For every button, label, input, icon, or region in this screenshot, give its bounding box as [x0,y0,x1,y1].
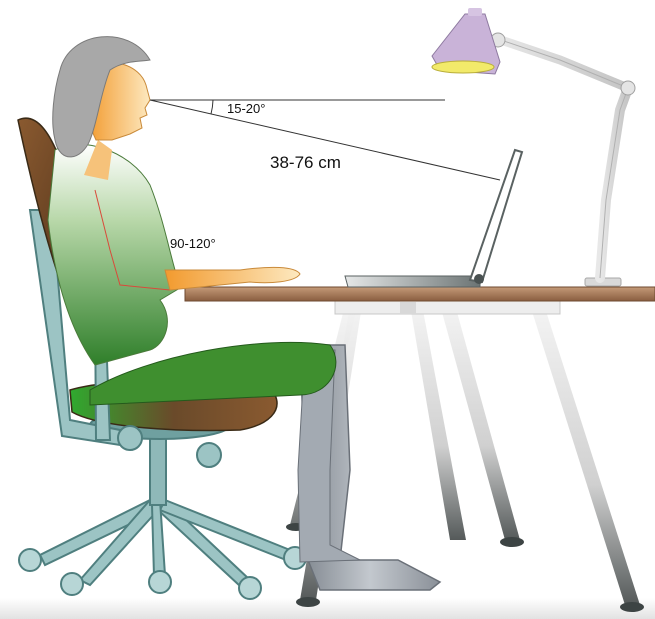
gaze-angle-label: 15-20° [227,101,265,116]
laptop-icon [345,150,522,287]
gaze-angle-arc [211,100,213,114]
desk-icon [185,287,655,612]
desk-lamp-icon [432,8,635,286]
elbow-angle-label: 90-120° [170,236,216,251]
floor-shadow [0,598,655,619]
viewing-distance-label: 38-76 cm [270,153,341,173]
